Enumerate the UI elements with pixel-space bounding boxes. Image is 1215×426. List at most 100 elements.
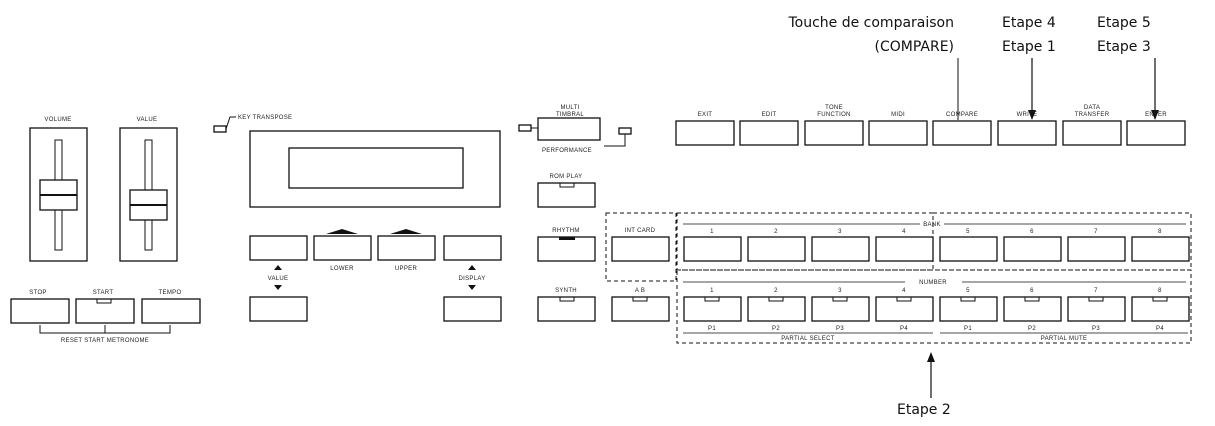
edit-label: EDIT: [762, 112, 777, 118]
rhythm-button[interactable]: [537, 236, 596, 262]
partial-p2-mute-label: P2: [1028, 326, 1036, 332]
tempo-button[interactable]: [141, 298, 201, 324]
partial-mute-label: PARTIAL MUTE: [1041, 336, 1088, 342]
start-led: [96, 298, 112, 304]
write-label: WRITE: [1017, 112, 1038, 118]
compare-annotation-line1: Touche de comparaison: [787, 15, 954, 31]
bank-5-label: 5: [966, 229, 970, 235]
number-3-label: 3: [838, 288, 842, 294]
int-card-dashed-group: [605, 212, 677, 282]
data-transfer-button[interactable]: [1062, 120, 1122, 146]
midi-button[interactable]: [868, 120, 928, 146]
rhythm-label: RHYTHM: [552, 228, 579, 234]
synth-label: SYNTH: [555, 288, 577, 294]
number-8-label: 8: [1158, 288, 1162, 294]
bank-1-button[interactable]: [683, 236, 742, 262]
number-1-label: 1: [710, 288, 714, 294]
multi-timbral-performance-button[interactable]: [537, 117, 601, 141]
value-up-button[interactable]: [249, 235, 308, 261]
compare-button[interactable]: [932, 120, 992, 146]
bank-8-button[interactable]: [1131, 236, 1190, 262]
exit-label: EXIT: [698, 112, 713, 118]
compare-annotation-line2: (COMPARE): [875, 39, 955, 55]
tone-function-button[interactable]: [804, 120, 864, 146]
int-card-button[interactable]: [611, 236, 670, 262]
bank-2-button[interactable]: [747, 236, 806, 262]
enter-arrow-head: [1151, 110, 1159, 120]
value-down-button[interactable]: [249, 296, 308, 322]
key-transpose-label: KEY TRANSPOSE: [238, 115, 292, 121]
display-nav-label: DISPLAY: [459, 276, 486, 282]
edit-button[interactable]: [739, 120, 799, 146]
bank-3-label: 3: [838, 229, 842, 235]
tempo-label: TEMPO: [159, 290, 182, 296]
a-b-label: A B: [635, 288, 645, 294]
write-arrow-head: [1028, 110, 1036, 120]
bank-4-button[interactable]: [875, 236, 934, 262]
partial-p1-select-label: P1: [708, 326, 716, 332]
etape2-label: Etape 2: [897, 402, 951, 418]
number-2-label: 2: [774, 288, 778, 294]
stop-button[interactable]: [10, 298, 70, 324]
a-b-button[interactable]: [611, 296, 670, 322]
bank-6-label: 6: [1030, 229, 1034, 235]
display-down-button[interactable]: [443, 296, 502, 322]
compare-label: COMPARE: [946, 112, 978, 118]
bank-6-button[interactable]: [1003, 236, 1062, 262]
bank-label: BANK: [923, 222, 941, 228]
value-slider-label: VALUE: [137, 117, 158, 123]
performance-label: PERFORMANCE: [542, 148, 592, 154]
partial-p4-mute-label: P4: [1156, 326, 1164, 332]
number-buttons: 1 2 3 4 5 6 7 8: [683, 288, 1190, 322]
number-5-label: 5: [966, 288, 970, 294]
int-card-label: INT CARD: [625, 228, 656, 234]
lower-button[interactable]: [313, 235, 372, 261]
number-7-label: 7: [1094, 288, 1098, 294]
volume-label: VOLUME: [44, 117, 71, 123]
partial-p3-mute-label: P3: [1092, 326, 1100, 332]
number-label: NUMBER: [919, 280, 947, 286]
partial-p2-select-label: P2: [772, 326, 780, 332]
display-up-button[interactable]: [443, 235, 502, 261]
midi-label: MIDI: [891, 112, 905, 118]
bank-7-label: 7: [1094, 229, 1098, 235]
lower-label: LOWER: [330, 266, 354, 272]
multi-timbral-led: [518, 124, 532, 132]
number-4-label: 4: [902, 288, 906, 294]
etape5-label: Etape 5: [1097, 15, 1151, 31]
number-arrow-head: [927, 352, 935, 362]
rom-play-label: ROM PLAY: [550, 174, 583, 180]
partial-p1-mute-label: P1: [964, 326, 972, 332]
bank-1-label: 1: [710, 229, 714, 235]
partial-p3-select-label: P3: [836, 326, 844, 332]
number-dashed-group: [676, 269, 1192, 344]
number-6-label: 6: [1030, 288, 1034, 294]
upper-label: UPPER: [395, 266, 418, 272]
key-transpose-led: [213, 125, 227, 133]
exit-button[interactable]: [675, 120, 735, 146]
stop-label: STOP: [29, 290, 46, 296]
bank-buttons: 1 2 3 4 5 6 7 8: [683, 229, 1190, 262]
start-label: START: [93, 290, 114, 296]
transport-group-label: RESET START METRONOME: [61, 338, 149, 344]
partial-labels: P1 P2 P3 P4 P1 P2 P3 P4 PARTIAL SELECT P…: [683, 326, 1188, 342]
bank-4-label: 4: [902, 229, 906, 235]
upper-button[interactable]: [377, 235, 436, 261]
write-button[interactable]: [997, 120, 1057, 146]
bank-8-label: 8: [1158, 229, 1162, 235]
enter-button[interactable]: [1126, 120, 1186, 146]
value-nav-label: VALUE: [268, 276, 289, 282]
etape3-label: Etape 3: [1097, 39, 1151, 55]
partial-p4-select-label: P4: [900, 326, 908, 332]
bank-7-button[interactable]: [1067, 236, 1126, 262]
performance-led: [618, 127, 632, 135]
lcd-display-screen: [288, 147, 464, 189]
bank-3-button[interactable]: [811, 236, 870, 262]
bank-2-label: 2: [774, 229, 778, 235]
bank-5-button[interactable]: [939, 236, 998, 262]
